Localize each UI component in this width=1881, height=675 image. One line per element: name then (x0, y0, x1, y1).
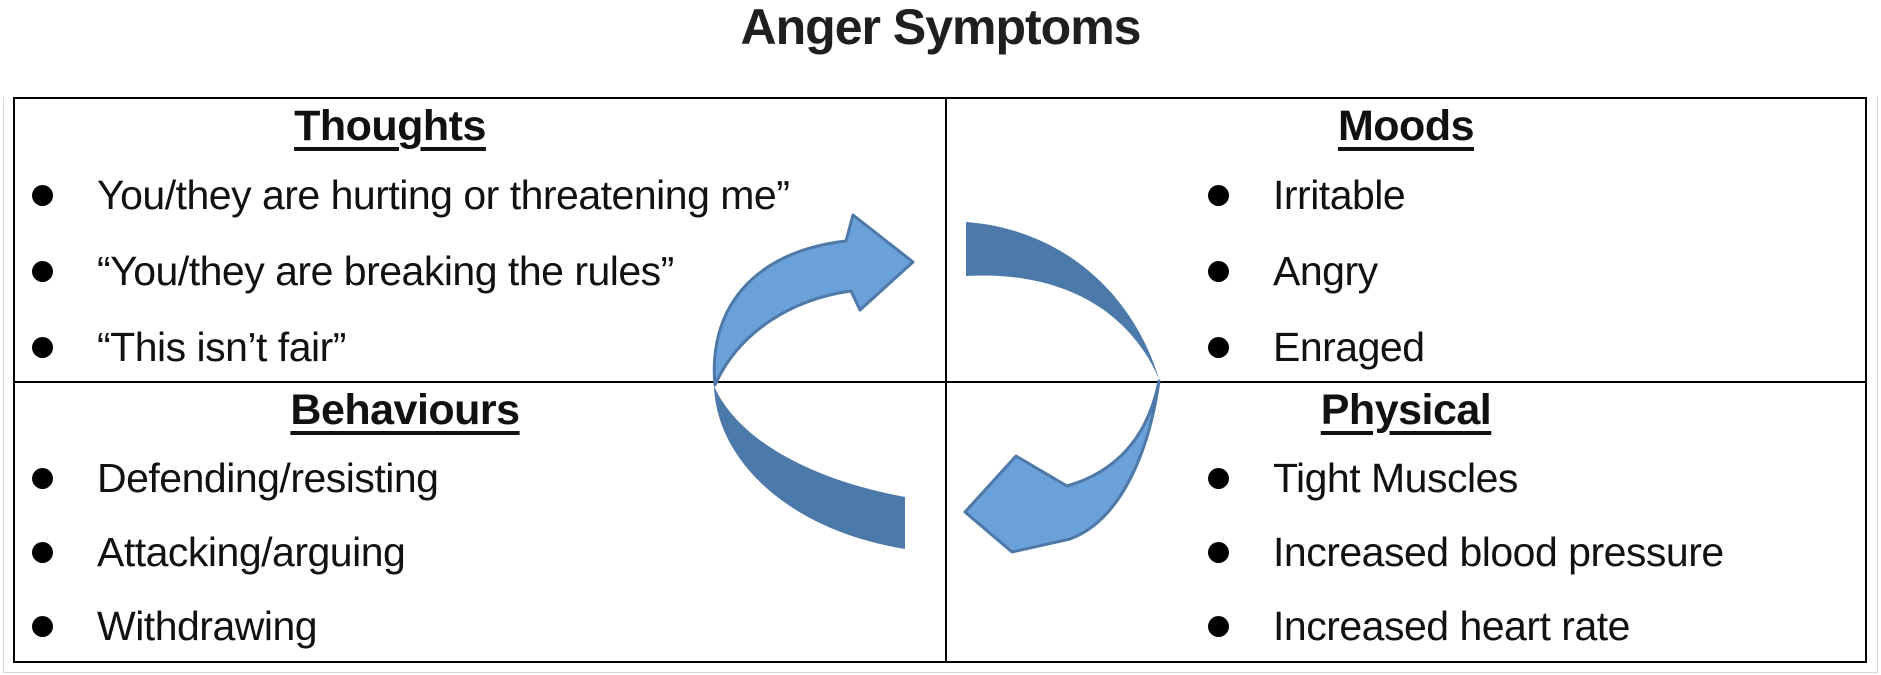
moods-list: Irritable Angry Enraged (947, 157, 1865, 381)
list-item-text: Attacking/arguing (97, 528, 406, 575)
quadrant-moods: Moods Irritable Angry Enraged (947, 99, 1865, 381)
list-item-text: Enraged (1273, 323, 1425, 370)
bullet-icon (1208, 467, 1229, 489)
quadrant-behaviours-heading: Behaviours (290, 386, 520, 434)
list-item: Increased heart rate (947, 589, 1865, 661)
quadrant-behaviours: Behaviours Defending/resisting Attacking… (15, 383, 945, 661)
list-item-text: Tight Muscles (1273, 454, 1518, 501)
list-item: Withdrawing (15, 589, 945, 661)
quadrant-thoughts-heading: Thoughts (294, 102, 486, 150)
page-edge-left (3, 97, 4, 672)
bullet-icon (1208, 260, 1229, 282)
list-item-text: Withdrawing (97, 602, 318, 649)
list-item: “You/they are breaking the rules” (15, 233, 945, 309)
list-item-text: Defending/resisting (97, 454, 439, 501)
list-item: Tight Muscles (947, 441, 1865, 515)
page-edge-bottom (3, 672, 1878, 673)
bullet-icon (1208, 541, 1229, 563)
bullet-icon (32, 615, 53, 637)
symptoms-table: Thoughts You/they are hurting or threate… (13, 97, 1867, 663)
bullet-icon (1208, 336, 1229, 358)
bullet-icon (1208, 615, 1229, 637)
list-item-text: “You/they are breaking the rules” (97, 247, 674, 294)
table-horizontal-divider (15, 381, 1865, 383)
list-item: Enraged (947, 309, 1865, 381)
table-vertical-divider (945, 99, 947, 661)
list-item-text: “This isn’t fair” (97, 323, 346, 370)
list-item: Irritable (947, 157, 1865, 233)
list-item-text: Increased heart rate (1273, 602, 1630, 649)
quadrant-moods-heading: Moods (1337, 102, 1475, 150)
list-item: Angry (947, 233, 1865, 309)
page-edge-right (1877, 97, 1878, 672)
quadrant-thoughts: Thoughts You/they are hurting or threate… (15, 99, 945, 381)
quadrant-physical: Physical Tight Muscles Increased blood p… (947, 383, 1865, 661)
list-item: “This isn’t fair” (15, 309, 945, 381)
bullet-icon (1208, 184, 1229, 206)
list-item: Defending/resisting (15, 441, 945, 515)
page-title: Anger Symptoms (740, 0, 1142, 55)
list-item-text: Angry (1273, 247, 1378, 294)
bullet-icon (32, 541, 53, 563)
list-item-text: Increased blood pressure (1273, 528, 1724, 575)
list-item: Increased blood pressure (947, 515, 1865, 589)
list-item: You/they are hurting or threatening me” (15, 157, 945, 233)
bullet-icon (32, 336, 53, 358)
physical-list: Tight Muscles Increased blood pressure I… (947, 441, 1865, 661)
list-item: Attacking/arguing (15, 515, 945, 589)
bullet-icon (32, 467, 53, 489)
bullet-icon (32, 260, 53, 282)
bullet-icon (32, 184, 53, 206)
behaviours-list: Defending/resisting Attacking/arguing Wi… (15, 441, 945, 661)
list-item-text: You/they are hurting or threatening me” (97, 171, 790, 218)
thoughts-list: You/they are hurting or threatening me” … (15, 157, 945, 381)
list-item-text: Irritable (1273, 171, 1406, 218)
quadrant-physical-heading: Physical (1320, 386, 1492, 434)
